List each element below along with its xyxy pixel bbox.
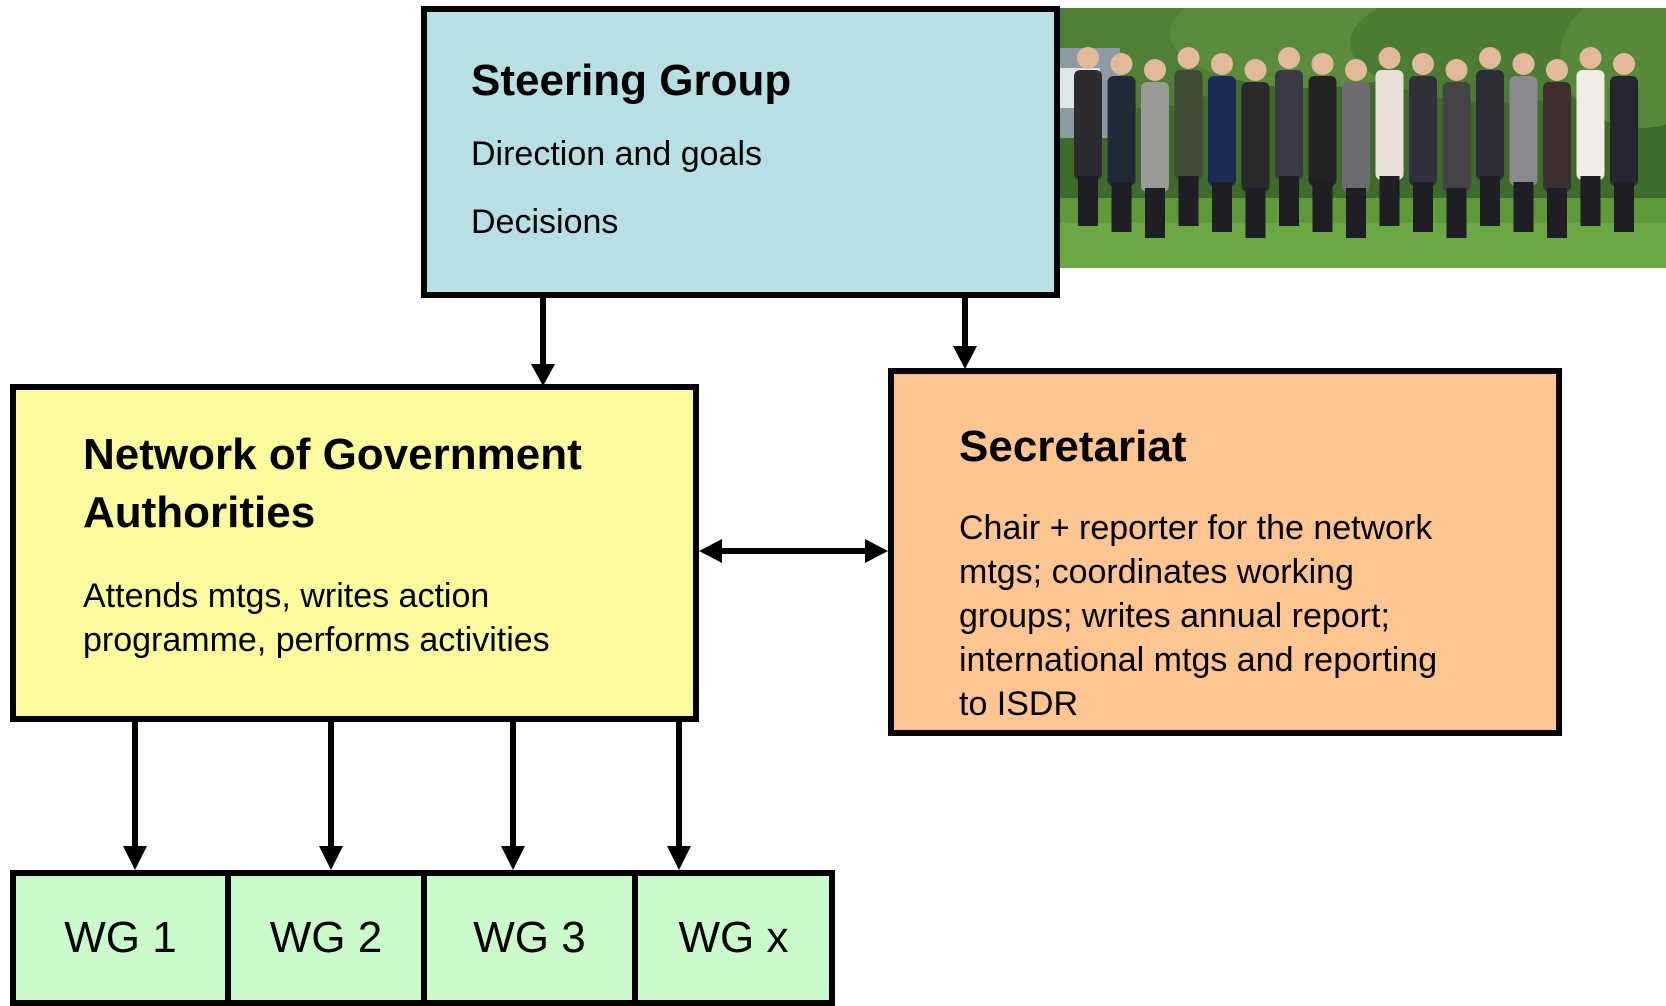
working-group-x: WG x	[632, 870, 835, 1006]
arrowhead-right	[865, 539, 888, 563]
network-line-2: programme, performs activities	[83, 621, 550, 659]
arrowhead-steering-to-secretariat	[953, 346, 977, 369]
working-group-2: WG 2	[225, 870, 427, 1006]
arrowhead-wg1	[123, 846, 147, 870]
network-title-line-1: Network of Government	[83, 430, 582, 479]
arrowhead-wg3	[501, 846, 525, 870]
working-group-3: WG 3	[421, 870, 638, 1006]
group-photo	[1060, 8, 1666, 268]
secretariat-title: Secretariat	[959, 422, 1187, 471]
steering-group-line-2: Decisions	[471, 203, 619, 241]
network-title-line-2: Authorities	[83, 488, 316, 537]
arrowhead-steering-to-network	[531, 364, 555, 386]
arrowhead-wgx	[667, 846, 691, 870]
secretariat-line-3: groups; writes annual report;	[959, 597, 1390, 635]
secretariat-line-2: mtgs; coordinates working	[959, 553, 1354, 591]
steering-group-box: Steering Group Direction and goals Decis…	[421, 6, 1060, 298]
steering-group-line-1: Direction and goals	[471, 135, 763, 173]
network-line-1: Attends mtgs, writes action	[83, 577, 490, 615]
secretariat-line-5: to ISDR	[959, 685, 1079, 723]
group-photo-icon	[1060, 8, 1666, 268]
secretariat-box: Secretariat Chair + reporter for the net…	[888, 368, 1562, 736]
arrowhead-left	[699, 539, 722, 563]
steering-group-title: Steering Group	[471, 56, 792, 105]
secretariat-line-4: international mtgs and reporting	[959, 641, 1438, 679]
network-box: Network of Government Authorities Attend…	[10, 384, 699, 722]
arrowhead-wg2	[319, 846, 343, 870]
secretariat-line-1: Chair + reporter for the network	[959, 509, 1433, 547]
